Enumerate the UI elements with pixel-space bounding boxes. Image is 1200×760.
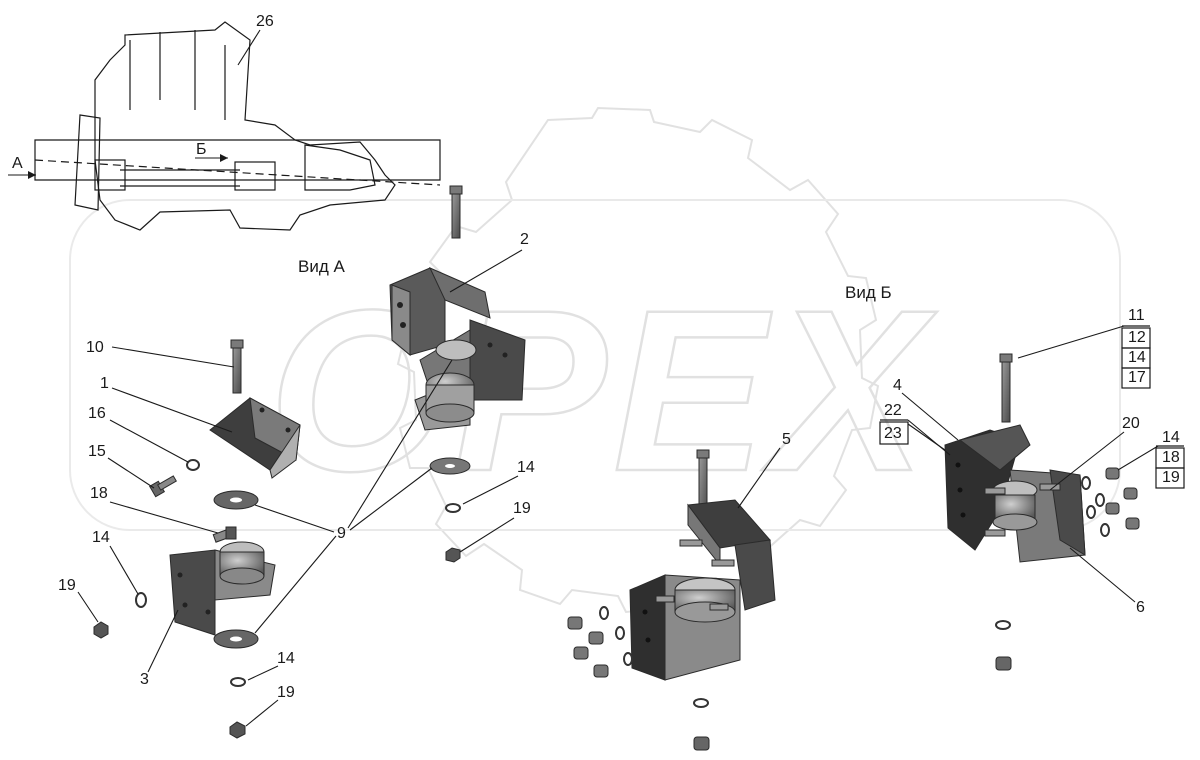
label-15: 15 bbox=[88, 443, 106, 460]
washer-14-c bbox=[445, 503, 461, 513]
label-14-d: 14 bbox=[1128, 349, 1146, 366]
label-1: 1 bbox=[100, 375, 109, 392]
label-19-d: 19 bbox=[1162, 469, 1180, 486]
label-9: 9 bbox=[337, 525, 346, 542]
part-2-mount bbox=[414, 319, 526, 431]
part-2-bracket bbox=[389, 267, 491, 357]
chassis-overview: А Б 26 bbox=[8, 13, 441, 231]
label-20: 20 bbox=[1122, 415, 1140, 432]
part-4-bracket bbox=[944, 424, 1031, 551]
fasteners-6 bbox=[995, 467, 1140, 671]
arrow-a-label: А bbox=[12, 155, 23, 172]
label-6: 6 bbox=[1136, 599, 1145, 616]
label-3: 3 bbox=[140, 671, 149, 688]
fasteners-5 bbox=[567, 606, 710, 751]
label-14-c: 14 bbox=[517, 459, 535, 476]
nut-19-c bbox=[445, 547, 461, 563]
label-16: 16 bbox=[88, 405, 106, 422]
label-18-b: 18 bbox=[1162, 449, 1180, 466]
part-5-mount bbox=[629, 574, 741, 681]
nut-19-a bbox=[93, 621, 109, 639]
part-6-mount bbox=[984, 469, 1086, 563]
watermark-frame bbox=[69, 199, 1121, 531]
washer-14-a bbox=[135, 592, 147, 608]
label-22: 22 bbox=[884, 402, 902, 419]
label-4: 4 bbox=[893, 377, 902, 394]
view-a-title: Вид А bbox=[298, 257, 345, 276]
label-19-c: 19 bbox=[513, 500, 531, 517]
arrow-b-label: Б bbox=[196, 141, 207, 158]
watermark-text: OPEX bbox=[268, 262, 937, 519]
part-1-bracket bbox=[209, 397, 301, 479]
washer-16 bbox=[186, 459, 200, 471]
watermark: OPEX bbox=[69, 106, 1121, 614]
label-5: 5 bbox=[782, 431, 791, 448]
label-17: 17 bbox=[1128, 369, 1146, 386]
label-12: 12 bbox=[1128, 329, 1146, 346]
bolt-15 bbox=[148, 475, 177, 498]
washer-14-b bbox=[230, 677, 246, 687]
label-10: 10 bbox=[86, 339, 104, 356]
label-26: 26 bbox=[256, 13, 274, 30]
arrow-a-head bbox=[28, 171, 36, 179]
bolt-18 bbox=[212, 526, 237, 543]
label-2: 2 bbox=[520, 231, 529, 248]
bolt-11 bbox=[999, 353, 1013, 423]
view-b-title: Вид Б bbox=[845, 283, 892, 302]
arrow-b-head bbox=[220, 154, 228, 162]
label-14-e: 14 bbox=[1162, 429, 1180, 446]
label-19-b: 19 bbox=[277, 684, 295, 701]
label-14-a: 14 bbox=[92, 529, 110, 546]
label-23: 23 bbox=[884, 425, 902, 442]
engine-outline bbox=[94, 21, 396, 231]
label-19-a: 19 bbox=[58, 577, 76, 594]
bolt-10 bbox=[230, 339, 244, 394]
bolt-top bbox=[449, 185, 463, 239]
nut-19-b bbox=[229, 721, 246, 739]
label-18: 18 bbox=[90, 485, 108, 502]
label-11: 11 bbox=[1128, 307, 1145, 324]
label-14-b: 14 bbox=[277, 650, 295, 667]
part-5-bracket bbox=[679, 499, 776, 611]
part-3-mount bbox=[169, 541, 276, 636]
